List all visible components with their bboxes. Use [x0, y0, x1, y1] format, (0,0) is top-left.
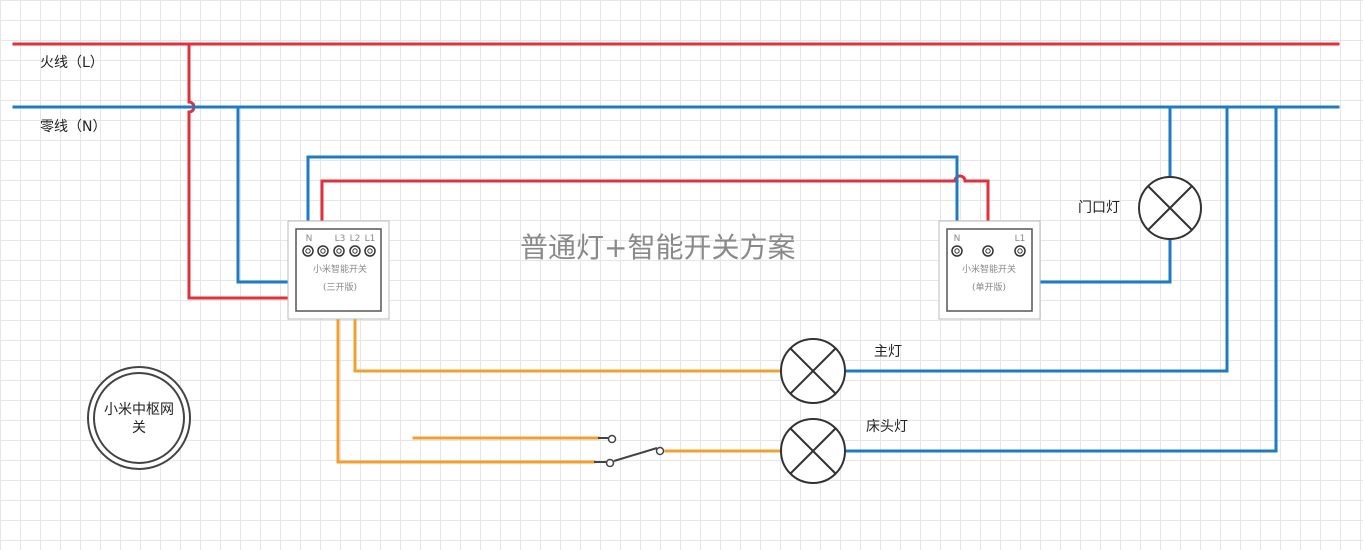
triple-switch-name: 小米智能开关	[313, 263, 367, 275]
door-lamp-label: 门口灯	[1078, 200, 1120, 216]
single-switch-name: 小米智能开关	[962, 263, 1016, 275]
gateway-label-line1: 小米中枢网	[104, 402, 174, 418]
triple-switch-variant: (三开版)	[323, 281, 357, 293]
door-lamp-to-single-switch	[1018, 237, 1172, 284]
diagram-title: 普通灯+智能开关方案	[520, 231, 795, 264]
main-lamp: 主灯	[780, 338, 902, 404]
triple-terminal-label-l1: L1	[365, 234, 376, 244]
gateway-label-line2: 关	[132, 420, 146, 436]
bedside-lamp-neutral	[844, 105, 1278, 453]
neutral-to-triple-switch	[236, 105, 310, 284]
switch-contact-a	[607, 434, 617, 444]
neutral-wires	[12, 105, 1340, 453]
bedside-lamp: 床头灯	[780, 418, 908, 484]
bedside-lamp-label: 床头灯	[866, 419, 908, 435]
single-switch-variant: (单开版)	[972, 281, 1006, 293]
live-feed-to-single-switch	[320, 174, 990, 250]
switch-blade	[613, 447, 658, 462]
triple-terminals	[302, 245, 376, 257]
single-smart-switch: N L1 小米智能开关 (单开版)	[938, 220, 1041, 320]
single-terminals	[951, 245, 1026, 257]
neutral-triple-to-single-switch	[306, 155, 959, 250]
triple-smart-switch: N L3 L2 L1 小米智能开关 (三开版)	[287, 220, 390, 320]
live-drop-to-triple-switch	[187, 42, 310, 300]
live-wire-label: 火线（L）	[40, 55, 104, 71]
triple-terminal-label-n: N	[306, 234, 313, 244]
triple-terminal-label-l3: L3	[335, 234, 346, 244]
triple-terminal-label-l2: L2	[350, 234, 361, 244]
live-wires	[12, 42, 1340, 300]
switch-pivot	[655, 446, 665, 456]
bedside-load	[336, 252, 596, 464]
two-way-switch	[594, 434, 665, 468]
main-lamp-load	[353, 252, 782, 373]
neutral-wire-label: 零线（N）	[40, 119, 106, 135]
main-lamp-neutral	[844, 105, 1229, 373]
single-terminal-label-l1: L1	[1015, 234, 1026, 244]
load-wires	[336, 252, 782, 464]
main-lamp-label: 主灯	[874, 344, 902, 360]
xiaomi-gateway: 小米中枢网 关	[87, 366, 191, 470]
single-terminal-label-n: N	[954, 234, 961, 244]
door-lamp: 门口灯	[1078, 176, 1202, 240]
switch-contact-b	[605, 458, 615, 468]
